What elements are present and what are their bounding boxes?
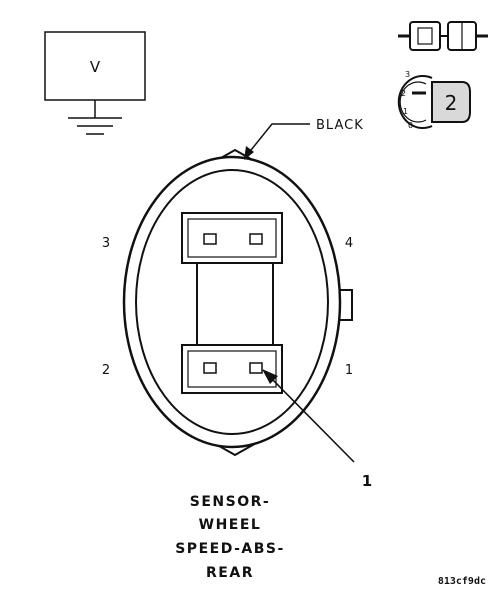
- arrowhead-icon: [262, 369, 278, 384]
- title-line-1: SENSOR-: [190, 494, 270, 510]
- title-line-2: WHEEL: [199, 517, 262, 533]
- terminal-block-bottom: [181, 344, 283, 394]
- terminal-callout: 1: [262, 369, 372, 490]
- reference-code: 813cf9dc: [438, 576, 486, 587]
- terminal-cavity-3: [203, 233, 217, 245]
- terminal-probe-icon: [398, 21, 488, 51]
- wire-color-callout: BLACK: [244, 118, 364, 160]
- connector-face: [122, 148, 353, 457]
- meter-label: V: [90, 58, 101, 76]
- ground-icon: [68, 117, 122, 135]
- terminal-cavity-1: [249, 362, 263, 374]
- lead-number: 2: [445, 91, 458, 115]
- terminal-block-top: [181, 212, 283, 264]
- lead-scale-1: 1: [403, 107, 408, 116]
- test-lead-icon: 3 2 1 0 2: [397, 70, 471, 130]
- lead-scale-3: 3: [405, 70, 410, 79]
- pin-label-4: 4: [345, 236, 353, 251]
- title-line-3: SPEED-ABS-: [175, 541, 285, 557]
- lead-scale-2: 2: [401, 89, 406, 98]
- pin-label-1: 1: [345, 363, 353, 378]
- terminal-housing: [196, 261, 274, 346]
- arrowhead-icon: [244, 146, 254, 160]
- terminal-cavity-4: [249, 233, 263, 245]
- pin-label-2: 2: [102, 363, 110, 378]
- diagram-title: SENSOR- WHEEL SPEED-ABS- REAR: [175, 494, 285, 581]
- pin-label-3: 3: [102, 236, 110, 251]
- wire-color-label: BLACK: [316, 118, 364, 133]
- callout-number: 1: [362, 472, 372, 490]
- title-line-4: REAR: [206, 565, 254, 581]
- terminal-cavity-2: [203, 362, 217, 374]
- connector-inner-rim: [135, 169, 329, 435]
- voltmeter-symbol: V: [44, 31, 146, 135]
